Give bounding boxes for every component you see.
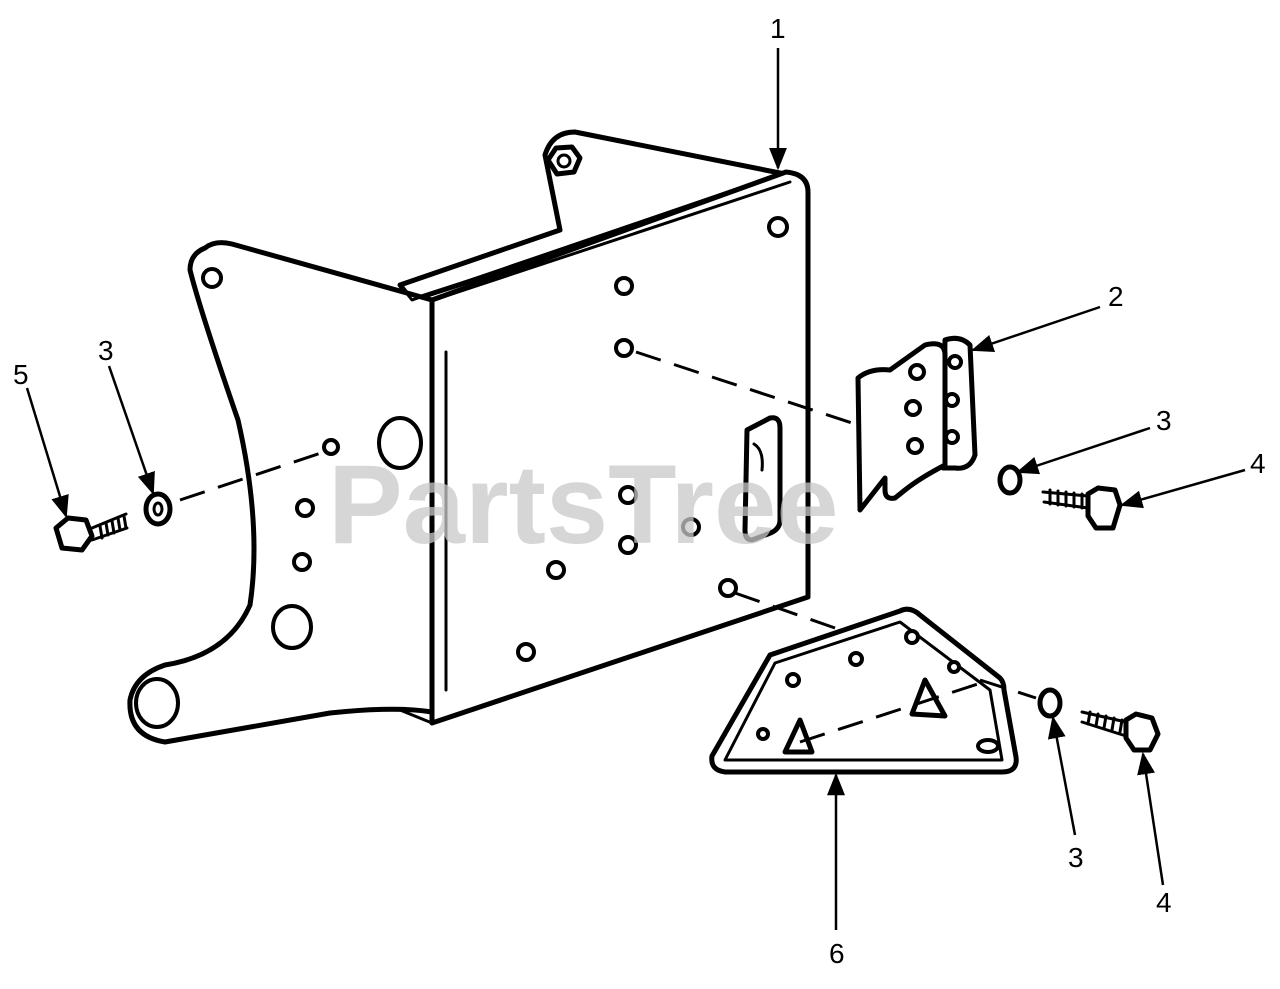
right-upper-washer: [997, 464, 1023, 496]
callout-3-right-upper: 3: [1156, 405, 1172, 436]
gusset-plate: [709, 606, 1019, 775]
callout-4-right-upper: 4: [1250, 448, 1266, 479]
leader-5: [25, 387, 69, 519]
hitch-plate: [855, 335, 978, 513]
alignment-line-gusset-inner: [799, 678, 991, 744]
alignment-line-left: [179, 450, 325, 502]
left-washer: [143, 491, 173, 527]
callout-3-left: 3: [98, 335, 114, 366]
alignment-line-right-lower: [979, 678, 1037, 700]
alignment-line-gusset: [734, 591, 836, 630]
leader-4-right-upper: [1119, 468, 1246, 509]
left-bolt: [53, 512, 129, 553]
callout-1: 1: [770, 13, 786, 44]
callout-2: 2: [1108, 281, 1124, 312]
right-lower-washer: [1037, 687, 1063, 719]
callout-6: 6: [829, 938, 845, 969]
main-bracket: [127, 129, 811, 745]
leader-3-right-lower: [1047, 715, 1077, 836]
callout-5: 5: [13, 359, 29, 390]
leader-3-left: [107, 365, 155, 496]
leader-3-right-upper: [1015, 426, 1151, 475]
callout-4-right-lower: 4: [1156, 887, 1172, 918]
right-lower-bolt: [1080, 710, 1161, 753]
right-upper-bolt: [1041, 485, 1123, 531]
leader-4-right-lower: [1137, 751, 1165, 886]
leader-2: [970, 305, 1101, 353]
watermark: PartsTree: [328, 442, 839, 567]
callout-3-right-lower: 3: [1068, 842, 1084, 873]
